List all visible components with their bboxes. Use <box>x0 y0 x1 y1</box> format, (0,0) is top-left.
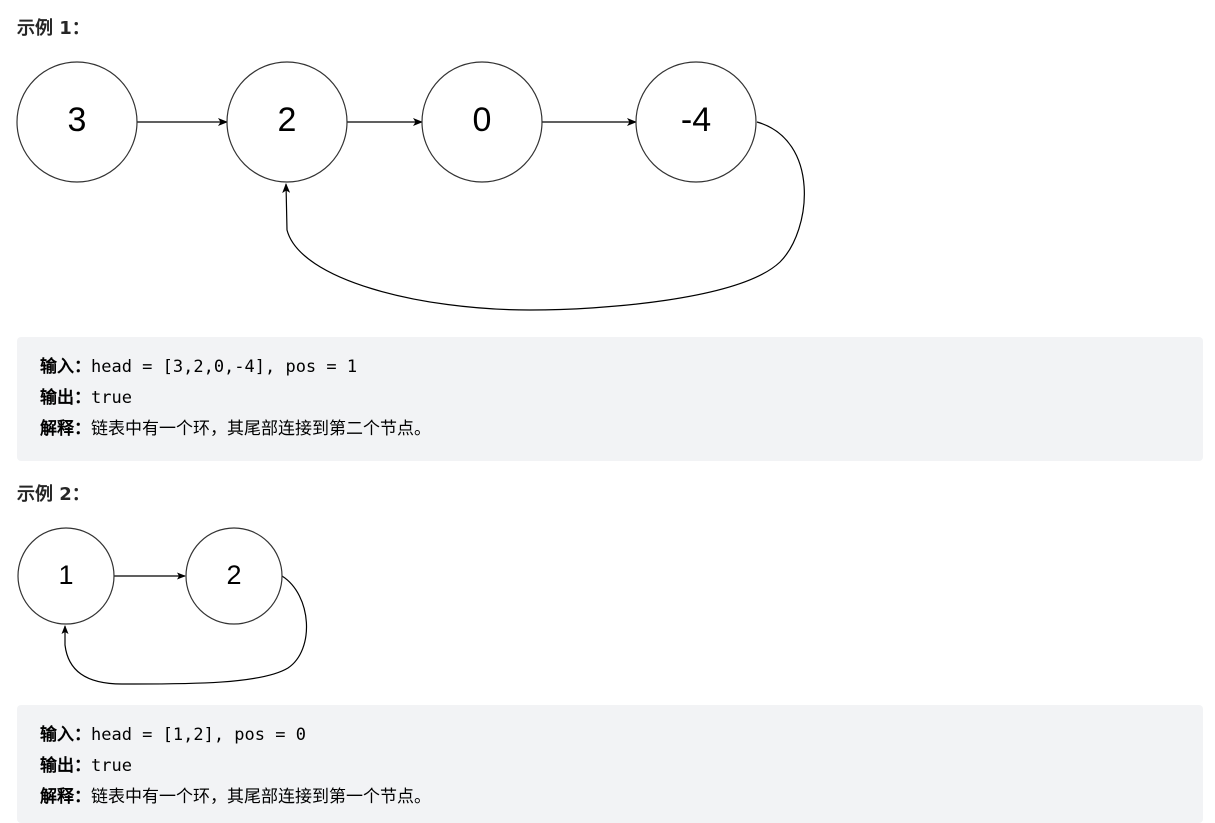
list-node: 0 <box>421 61 543 183</box>
node-value: 1 <box>58 560 73 590</box>
node-value: 0 <box>473 101 492 139</box>
example-1-linked-list-diagram: 3 2 0 -4 <box>16 61 805 311</box>
example-2-title: 示例 2： <box>17 484 90 505</box>
list-node: 1 <box>17 527 115 625</box>
list-node: 3 <box>16 61 138 183</box>
explanation-value: 链表中有一个环，其尾部连接到第一个节点。 <box>91 787 431 807</box>
list-node: 2 <box>226 61 348 183</box>
node-value: -4 <box>681 101 711 139</box>
cycle-edge-tail-to-node-2 <box>282 121 805 311</box>
explanation-line: 解释：链表中有一个环，其尾部连接到第二个节点。 <box>40 414 1180 445</box>
cycle-edge-tail-to-node-1 <box>61 575 307 685</box>
node-value: 2 <box>226 560 241 590</box>
input-value: head = [1,2], pos = 0 <box>91 725 306 745</box>
node-value: 3 <box>68 101 87 139</box>
explanation-label: 解释： <box>40 419 91 439</box>
input-label: 输入： <box>40 725 91 745</box>
output-label: 输出： <box>40 388 91 408</box>
output-line: 输出：true <box>40 383 1180 414</box>
list-node: 2 <box>185 527 283 625</box>
example-1-io-block: 输入：head = [3,2,0,-4], pos = 1 输出：true 解释… <box>17 337 1203 461</box>
node-value: 2 <box>278 101 297 139</box>
list-node: -4 <box>635 61 757 183</box>
output-label: 输出： <box>40 756 91 776</box>
explanation-line: 解释：链表中有一个环，其尾部连接到第一个节点。 <box>40 782 1180 813</box>
output-value: true <box>91 756 132 776</box>
example-2-linked-list-diagram: 1 2 <box>17 527 307 685</box>
output-line: 输出：true <box>40 751 1180 782</box>
explanation-value: 链表中有一个环，其尾部连接到第二个节点。 <box>91 419 431 439</box>
example-1-title: 示例 1： <box>17 18 90 39</box>
input-value: head = [3,2,0,-4], pos = 1 <box>91 357 358 377</box>
example-2-io-block: 输入：head = [1,2], pos = 0 输出：true 解释：链表中有… <box>17 705 1203 823</box>
input-line: 输入：head = [3,2,0,-4], pos = 1 <box>40 352 1180 383</box>
input-label: 输入： <box>40 357 91 377</box>
input-line: 输入：head = [1,2], pos = 0 <box>40 720 1180 751</box>
explanation-label: 解释： <box>40 787 91 807</box>
output-value: true <box>91 388 132 408</box>
